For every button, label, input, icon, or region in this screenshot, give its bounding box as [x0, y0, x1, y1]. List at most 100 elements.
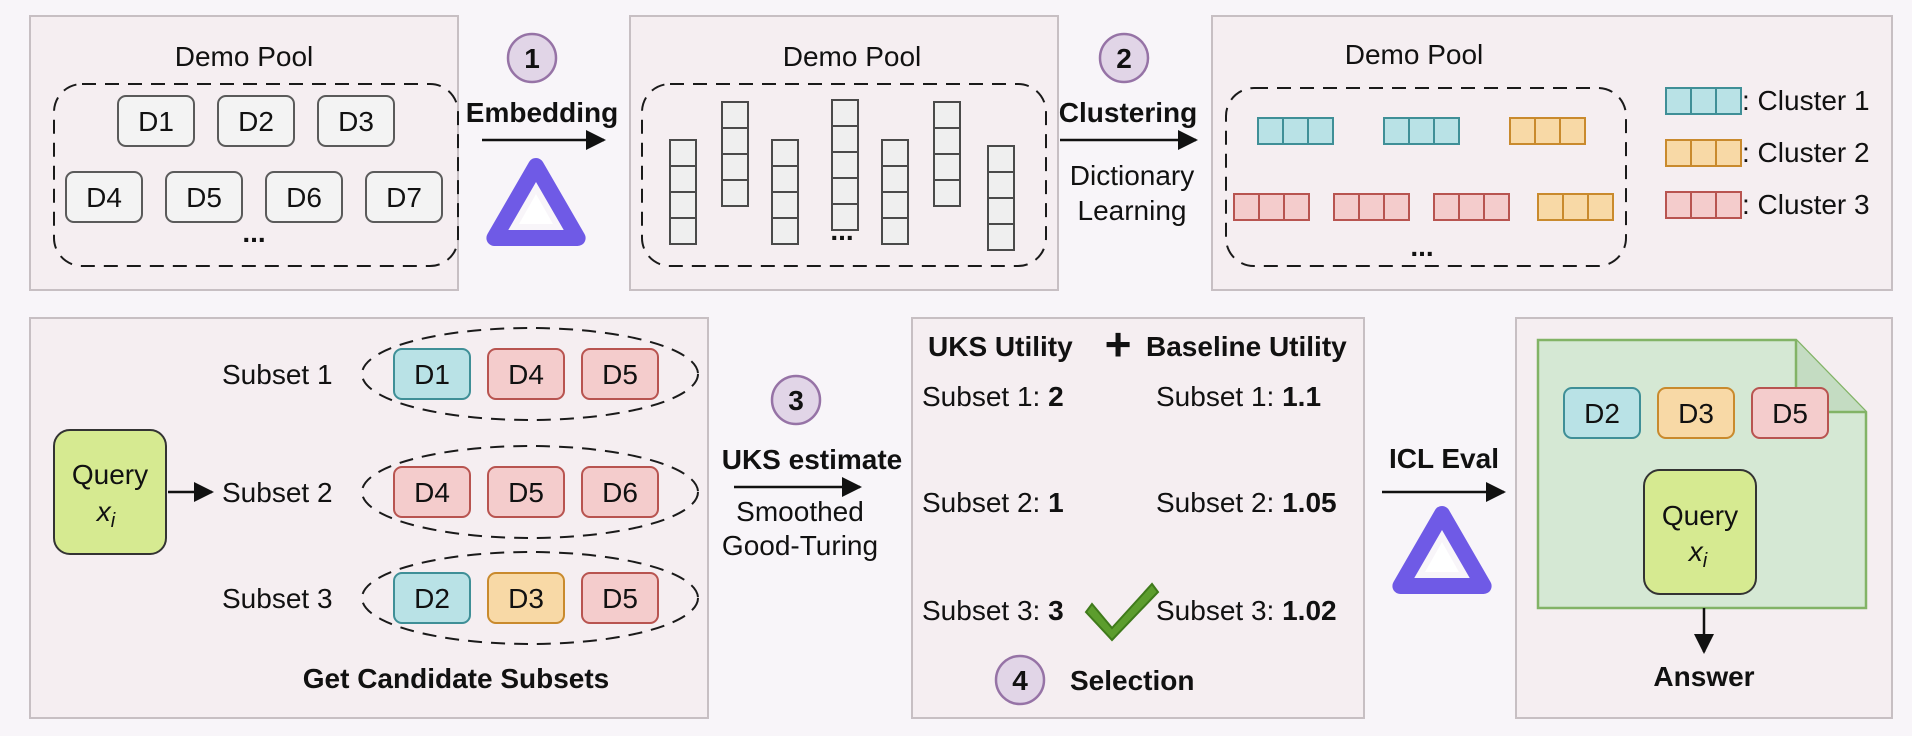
cluster-vectors [1233, 117, 1614, 221]
demo-chip-label: D3 [1678, 398, 1714, 429]
step-number: 3 [788, 385, 804, 416]
step-circle [1098, 32, 1150, 84]
query-box [1643, 469, 1757, 595]
panel-demo-pool-clusters: Demo Pool ... : Cluster 1 : Cluster 2 : … [1211, 15, 1893, 291]
arrow-sublabel: Dictionary [1070, 160, 1194, 191]
demo-chip-label: D3 [508, 583, 544, 614]
uks-row: Subset 2: 1 [922, 487, 1064, 518]
step-3-uks-estimate: 3 UKS estimate Smoothed Good-Turing [722, 374, 902, 561]
demo-chip [487, 348, 565, 400]
uks-row: Subset 1: 2 [922, 381, 1064, 412]
demo-chip-label: D6 [286, 182, 322, 213]
embedding-vector [669, 139, 697, 245]
demo-chip [487, 466, 565, 518]
demo-chip [317, 95, 395, 147]
cluster-vector [1509, 117, 1586, 145]
panel-demo-pool-embeddings: Demo Pool ... [629, 15, 1059, 291]
plus-icon: + [1105, 318, 1132, 370]
query-variable: xi [95, 496, 116, 532]
cluster-vector [1333, 193, 1410, 221]
demo-chip [265, 171, 343, 223]
embedding-vector [771, 139, 799, 245]
demo-chip-label: D6 [602, 477, 638, 508]
baseline-row: Subset 1: 1.1 [1156, 381, 1321, 412]
demo-chip-label: D4 [414, 477, 450, 508]
demo-chip-label: D1 [138, 106, 174, 137]
embedding-vector [881, 139, 909, 245]
demo-pool-boundary [641, 83, 1047, 267]
panel-utility-selection: UKS Utility + Baseline Utility Subset 1:… [911, 317, 1365, 719]
arrow-label: Embedding [466, 97, 618, 128]
panel-3-title: Demo Pool [1345, 39, 1484, 70]
demo-chip [393, 348, 471, 400]
demo-chip-label: D4 [86, 182, 122, 213]
cluster-vector [1537, 193, 1614, 221]
baseline-row: Subset 3: 1.02 [1156, 595, 1337, 626]
demo-chip-label: D5 [186, 182, 222, 213]
ellipsis: ... [830, 215, 853, 246]
demo-chip-label: D5 [508, 477, 544, 508]
demo-chip-label: D5 [1772, 398, 1808, 429]
embedding-vector [831, 99, 859, 231]
demo-chip [1657, 387, 1735, 439]
step-circle [770, 374, 822, 426]
subset-boundary [361, 551, 699, 645]
baseline-utility-header: Baseline Utility [1146, 331, 1347, 362]
cluster-legend: : Cluster 1 : Cluster 2 : Cluster 3 [1665, 85, 1870, 220]
demo-chip-label: D7 [386, 182, 422, 213]
checkmark-icon [1084, 582, 1160, 642]
step-number: 4 [1012, 665, 1028, 696]
arrow-sublabel: Smoothed [736, 496, 864, 527]
demo-chip [581, 572, 659, 624]
step-2-clustering: 2 Clustering Dictionary Learning [1059, 32, 1198, 226]
demo-chip [1563, 387, 1641, 439]
panel-1-frame [29, 15, 459, 291]
panel-2-title: Demo Pool [783, 41, 922, 72]
demo-chip [393, 572, 471, 624]
demo-chip [581, 466, 659, 518]
legend-swatch [1665, 139, 1742, 167]
selection-label: Selection [1070, 665, 1194, 696]
demo-chip [165, 171, 243, 223]
query-box [53, 429, 167, 555]
cluster-vector [1257, 117, 1334, 145]
demo-chip [1751, 387, 1829, 439]
subset-label: Subset 3 [222, 583, 333, 614]
panel-4-caption: Get Candidate Subsets [303, 663, 610, 694]
embedding-vector [987, 145, 1015, 251]
subset-label: Subset 1 [222, 359, 333, 390]
query-label: Query [1662, 500, 1738, 531]
ellipsis: ... [1410, 231, 1433, 262]
demo-pool-boundary [53, 83, 459, 267]
uks-row: Subset 3: 3 [922, 595, 1064, 626]
query-label: Query [72, 459, 148, 490]
arrow-sublabel: Good-Turing [722, 530, 878, 561]
demo-chips: D1 D2 D3 D4 D5 D6 D7 [65, 95, 443, 223]
candidate-subset: Subset 2 D4 D5 D6 [222, 445, 699, 539]
uks-utility-header: UKS Utility [928, 331, 1073, 362]
arrow-sublabel: Learning [1078, 195, 1187, 226]
demo-chip [393, 466, 471, 518]
step-number: 1 [524, 43, 540, 74]
demo-chip-label: D5 [602, 583, 638, 614]
legend-label: : Cluster 1 [1742, 85, 1870, 116]
step-circle [506, 32, 558, 84]
embedding-vector [933, 101, 961, 207]
legend-label: : Cluster 3 [1742, 189, 1870, 220]
demo-chip-label: D5 [602, 359, 638, 390]
legend-swatch [1665, 191, 1742, 219]
cluster-vector [1383, 117, 1460, 145]
legend-swatch [1665, 87, 1742, 115]
answer-label: Answer [1653, 661, 1754, 692]
demo-chip [65, 171, 143, 223]
arrow-label: ICL Eval [1389, 443, 1499, 474]
subset-label: Subset 2 [222, 477, 333, 508]
demo-chip-label: D1 [414, 359, 450, 390]
demo-chip-label: D3 [338, 106, 374, 137]
step-circle [994, 654, 1046, 706]
